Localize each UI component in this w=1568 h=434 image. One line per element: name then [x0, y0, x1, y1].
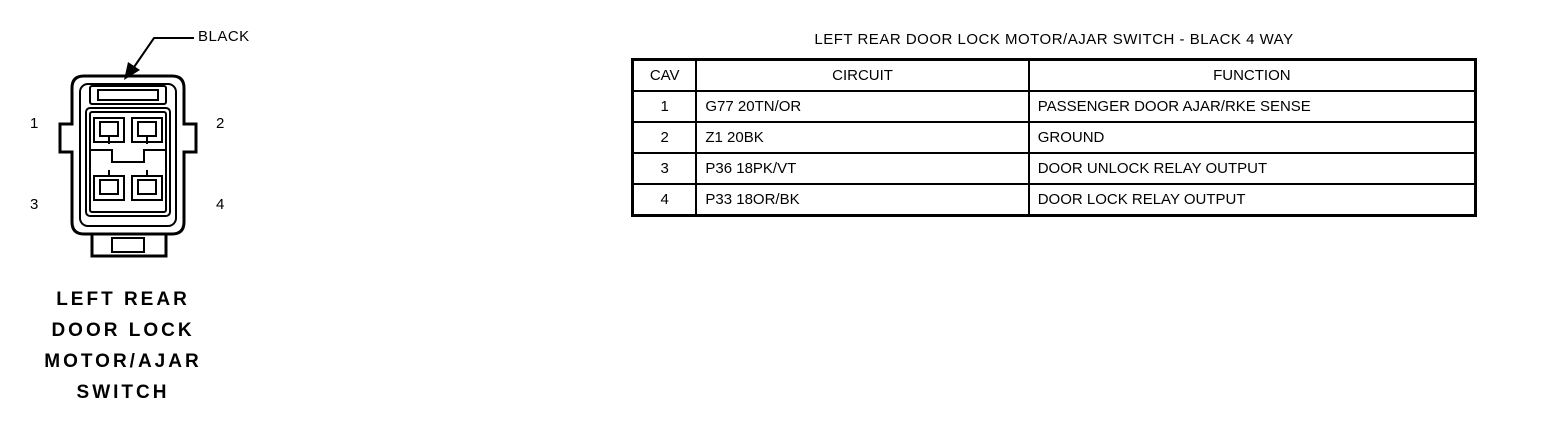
- connector-name-line: SWITCH: [76, 382, 170, 403]
- cavity-label-3: 3: [30, 196, 39, 213]
- cavity-label-1: 1: [30, 115, 39, 132]
- connector-color-label: BLACK: [198, 28, 250, 45]
- header-function: FUNCTION: [1027, 58, 1477, 92]
- table-header-row: CAV CIRCUIT FUNCTION: [631, 58, 1477, 92]
- cell-function: DOOR LOCK RELAY OUTPUT: [1027, 183, 1477, 217]
- cavity-4: [131, 170, 163, 201]
- connector-housing: [58, 74, 198, 258]
- cell-circuit: G77 20TN/OR: [695, 90, 1030, 123]
- cell-cav: 2: [631, 121, 698, 154]
- color-leader-arrow: [124, 37, 194, 80]
- pinout-table: CAV CIRCUIT FUNCTION 1 G77 20TN/OR PASSE…: [631, 58, 1477, 217]
- cell-function: PASSENGER DOOR AJAR/RKE SENSE: [1027, 90, 1477, 123]
- cell-function: GROUND: [1027, 121, 1477, 154]
- header-circuit: CIRCUIT: [695, 58, 1030, 92]
- table-title: LEFT REAR DOOR LOCK MOTOR/AJAR SWITCH - …: [814, 31, 1294, 48]
- cavity-2: [131, 117, 163, 144]
- connector-name-line: DOOR LOCK: [51, 320, 195, 341]
- connector-name-line: LEFT REAR: [56, 289, 190, 310]
- cavity-label-2: 2: [216, 115, 225, 132]
- cavity-3: [93, 170, 125, 201]
- connector-name: LEFT REAR DOOR LOCK MOTOR/AJAR SWITCH: [20, 284, 226, 408]
- cell-cav: 1: [631, 90, 698, 123]
- table-row: 2 Z1 20BK GROUND: [631, 121, 1477, 154]
- cell-circuit: P33 18OR/BK: [695, 183, 1030, 217]
- cell-function: DOOR UNLOCK RELAY OUTPUT: [1027, 152, 1477, 185]
- header-cav: CAV: [631, 58, 698, 92]
- table-row: 1 G77 20TN/OR PASSENGER DOOR AJAR/RKE SE…: [631, 90, 1477, 123]
- cell-cav: 3: [631, 152, 698, 185]
- cell-circuit: P36 18PK/VT: [695, 152, 1030, 185]
- table-row: 4 P33 18OR/BK DOOR LOCK RELAY OUTPUT: [631, 183, 1477, 217]
- cavity-1: [93, 117, 125, 144]
- cell-circuit: Z1 20BK: [695, 121, 1030, 154]
- table-row: 3 P36 18PK/VT DOOR UNLOCK RELAY OUTPUT: [631, 152, 1477, 185]
- cavity-label-4: 4: [216, 196, 225, 213]
- cell-cav: 4: [631, 183, 698, 217]
- connector-name-line: MOTOR/AJAR: [44, 351, 202, 372]
- connector-drawing: [58, 37, 198, 258]
